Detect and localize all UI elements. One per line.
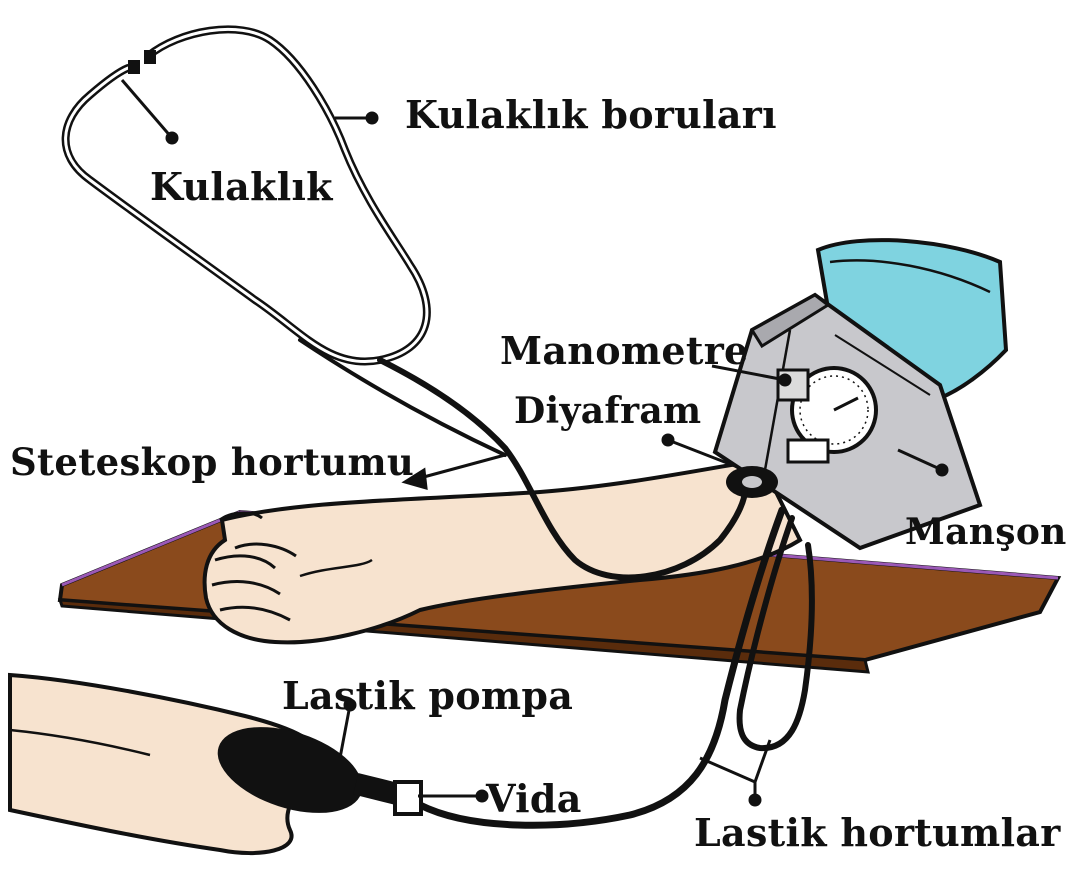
label-diyafram: Diyafram (514, 393, 701, 429)
label-manometre: Manometre (500, 332, 749, 370)
valve-screw (395, 782, 421, 814)
diaphragm (726, 466, 778, 498)
label-manson: Manşon (905, 514, 1067, 550)
label-kulaklik: Kulaklık (150, 168, 333, 206)
label-steteskop-hortumu: Steteskop hortumu (10, 444, 414, 481)
label-kulaklik-borulari: Kulaklık boruları (405, 96, 777, 134)
label-lastik-pompa: Lastik pompa (282, 677, 573, 715)
label-lastik-hortumlar: Lastik hortumlar (694, 814, 1061, 852)
label-vida: Vida (486, 780, 582, 818)
